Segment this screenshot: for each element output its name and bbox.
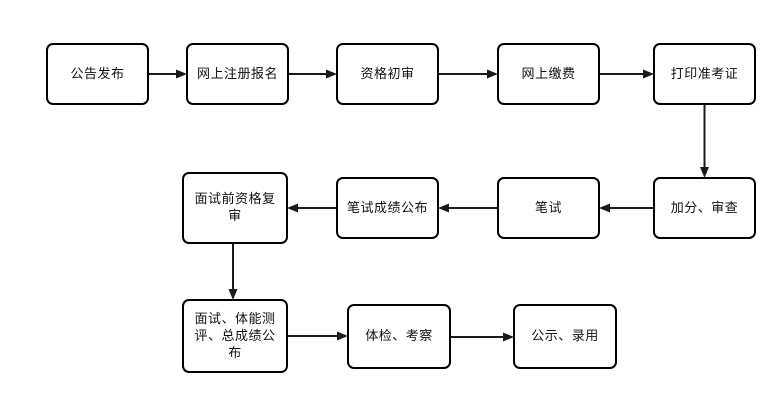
node-box-笔试成绩公布 xyxy=(336,177,439,239)
edge-资格初审-to-网上缴费 xyxy=(438,69,498,79)
node-box-笔试 xyxy=(497,177,600,239)
node-box-打印准考证 xyxy=(653,43,756,105)
node-box-网上注册报名 xyxy=(186,43,289,105)
edge-面试前资格复-审-to-面试-体能测-评-总成绩公-布 xyxy=(228,243,238,300)
edge-面试-体能测-评-总成绩公-布-to-体检-考察 xyxy=(287,331,348,341)
edge-笔试成绩公布-to-面试前资格复-审 xyxy=(287,203,337,213)
edge-公告发布-to-网上注册报名 xyxy=(148,69,187,79)
node-box-公告发布 xyxy=(46,43,149,105)
node-box-面试-体能测-评-总成绩公-布 xyxy=(182,299,288,373)
node-box-资格初审 xyxy=(336,43,439,105)
node-box-体检-考察 xyxy=(347,304,451,369)
edge-网上缴费-to-打印准考证 xyxy=(599,69,654,79)
edge-笔试-to-笔试成绩公布 xyxy=(438,203,498,213)
node-box-面试前资格复-审 xyxy=(182,172,288,244)
edge-体检-考察-to-公示-录用 xyxy=(450,332,514,342)
nodes-layer xyxy=(46,43,756,373)
edge-加分-审查-to-笔试 xyxy=(599,203,654,213)
node-box-加分-审查 xyxy=(653,177,756,239)
edge-打印准考证-to-加分-审查 xyxy=(700,104,709,178)
edges-layer xyxy=(148,69,709,342)
edge-网上注册报名-to-资格初审 xyxy=(288,69,337,79)
node-box-网上缴费 xyxy=(497,43,600,105)
node-box-公示-录用 xyxy=(513,304,617,369)
